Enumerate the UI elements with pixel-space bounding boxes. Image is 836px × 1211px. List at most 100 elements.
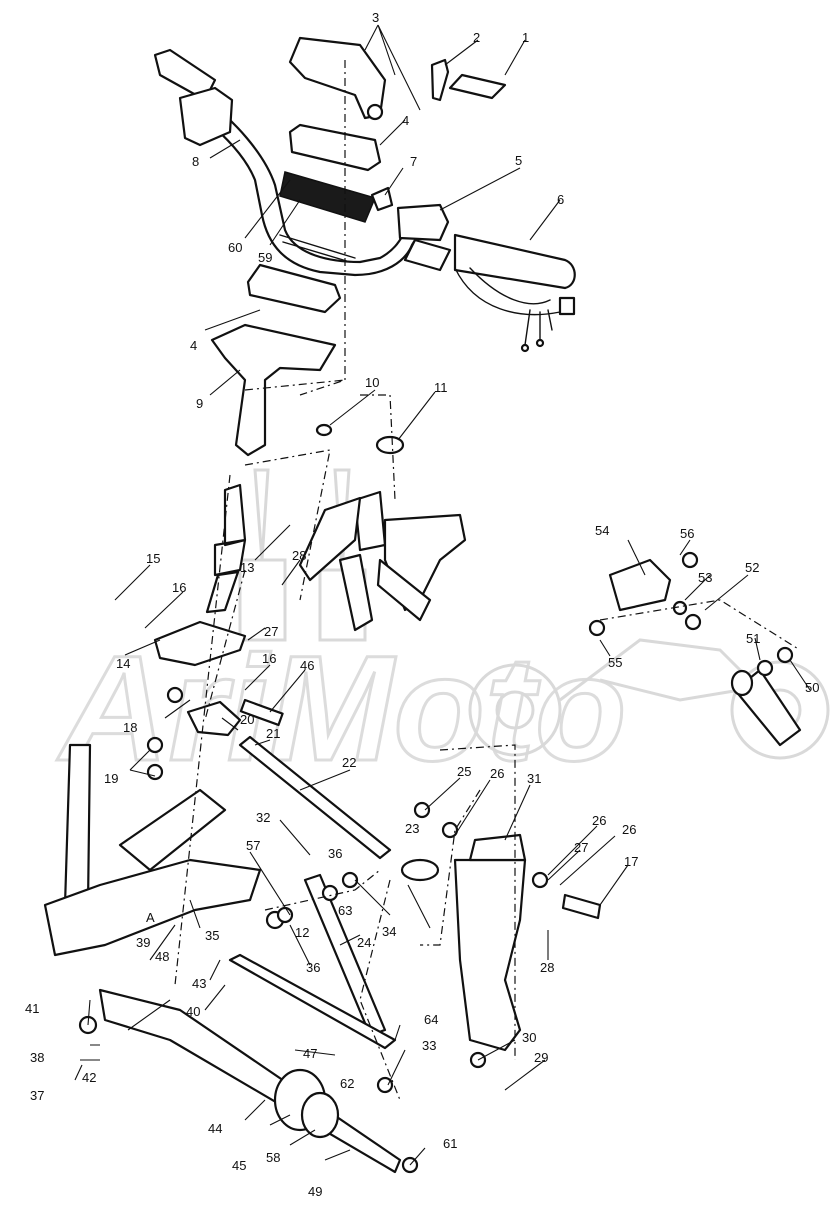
callout: 63 — [338, 903, 352, 918]
callout: 28 — [292, 548, 306, 563]
nut — [315, 423, 333, 437]
bearing — [375, 435, 405, 455]
callout: 60 — [228, 240, 242, 255]
steering-post-top — [210, 323, 337, 457]
switch-connector — [558, 296, 576, 316]
assembly-lines — [174, 60, 801, 1101]
callout: 43 — [192, 976, 206, 991]
callout: 61 — [443, 1136, 457, 1151]
callout: 8 — [192, 154, 199, 169]
callout: 42 — [82, 1070, 96, 1085]
callout: 47 — [303, 1046, 317, 1061]
inset-assembly — [588, 551, 802, 747]
callout: 46 — [300, 658, 314, 673]
tie-rod — [238, 735, 392, 860]
callout: 57 — [246, 838, 260, 853]
callout: 16 — [262, 651, 276, 666]
callout: 38 — [30, 1050, 44, 1065]
callout: 44 — [208, 1121, 222, 1136]
callout: 4 — [190, 338, 197, 353]
lower-clamp-bottom — [246, 263, 342, 314]
callout: 62 — [340, 1076, 354, 1091]
callout: 40 — [186, 1004, 200, 1019]
callout: 13 — [240, 560, 254, 575]
callout: 23 — [405, 821, 419, 836]
callout: 21 — [266, 726, 280, 741]
callout: 31 — [527, 771, 541, 786]
handlebar-pad — [279, 171, 377, 223]
callout: 11 — [434, 380, 448, 395]
tie-rod-assembly — [146, 620, 440, 882]
callout: 39 — [136, 935, 150, 950]
callout: 19 — [104, 771, 118, 786]
callout: 17 — [624, 854, 638, 869]
callout: 55 — [608, 655, 622, 670]
throttle-control — [396, 203, 450, 242]
callout: 28 — [540, 960, 554, 975]
callout: 27 — [264, 624, 278, 639]
upper-a-arm-rod — [303, 873, 387, 1037]
callout: 12 — [295, 925, 309, 940]
callout: 50 — [805, 680, 819, 695]
bumper-tube — [63, 743, 92, 907]
callout: 56 — [680, 526, 694, 541]
callout: 52 — [745, 560, 759, 575]
callout: 41 — [25, 1001, 39, 1016]
callout: 34 — [382, 924, 396, 939]
callout: 7 — [410, 154, 417, 169]
spindle — [453, 858, 527, 1052]
clamp-bolt — [430, 58, 450, 102]
callout: 30 — [522, 1030, 536, 1045]
steering-post-lower — [205, 570, 240, 614]
callout: 45 — [232, 1158, 246, 1173]
callout: 64 — [424, 1012, 438, 1027]
callout: A — [146, 910, 155, 925]
callout: 36 — [306, 960, 320, 975]
callout: 26 — [622, 822, 636, 837]
callout: 22 — [342, 755, 356, 770]
left-switch-housing — [178, 86, 234, 147]
a-arm-assembly — [43, 743, 387, 1037]
handlebar-assembly — [153, 48, 576, 353]
steering-arm — [153, 620, 247, 667]
drive-axle-assembly — [78, 953, 419, 1174]
lower-a-arm — [43, 858, 262, 957]
callout: 32 — [256, 810, 270, 825]
callout: 9 — [196, 396, 203, 411]
callout: 27 — [574, 840, 588, 855]
callout: 24 — [357, 935, 371, 950]
callout: 53 — [698, 570, 712, 585]
callout: 49 — [308, 1184, 322, 1199]
callout: 58 — [266, 1150, 280, 1165]
callout: 16 — [172, 580, 186, 595]
callout: 1 — [522, 30, 529, 45]
callout: 5 — [515, 153, 522, 168]
inset-bracket — [608, 558, 672, 612]
callout: 2 — [473, 30, 480, 45]
callout: 29 — [534, 1050, 548, 1065]
callout: 37 — [30, 1088, 44, 1103]
callout: 4 — [402, 113, 409, 128]
handlebar-clamps — [246, 36, 507, 314]
callout: 54 — [595, 523, 609, 538]
steering-post — [205, 323, 337, 614]
leader-lines — [74, 24, 811, 1166]
watermark: AriMoto — [55, 468, 830, 794]
spindle-assembly — [413, 801, 602, 1069]
callout: 26 — [490, 766, 504, 781]
callout: 59 — [258, 250, 272, 265]
callout: 25 — [457, 764, 471, 779]
callout: 35 — [205, 928, 219, 943]
callout: 3 — [372, 10, 379, 25]
callout: 10 — [365, 375, 379, 390]
callout: 18 — [123, 720, 137, 735]
decal — [448, 73, 507, 100]
callout: 15 — [146, 551, 160, 566]
callout: 26 — [592, 813, 606, 828]
lower-clamp-top — [288, 123, 382, 172]
callout: 33 — [422, 1038, 436, 1053]
frame-head — [298, 423, 467, 632]
callout: 6 — [557, 192, 564, 207]
callout: 36 — [328, 846, 342, 861]
